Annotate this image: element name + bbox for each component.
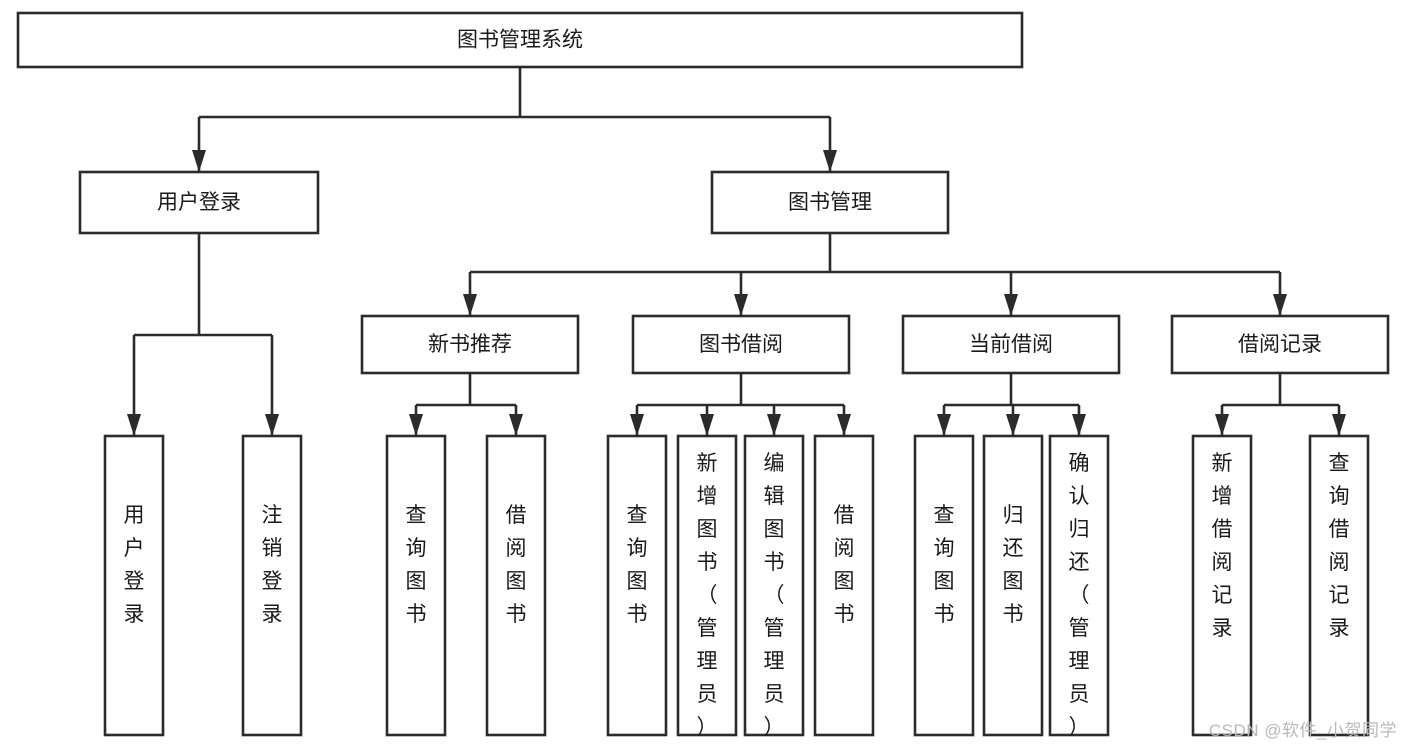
- node-label: 借阅图书: [506, 504, 527, 626]
- node-leaf_3[interactable]: 借阅图书: [485, 434, 547, 737]
- node-label: 注销登录: [262, 504, 283, 626]
- arrow-head-icon: [509, 414, 523, 436]
- node-leaf_6[interactable]: 编辑图书（管理员）: [743, 434, 805, 739]
- arrow-head-icon: [1215, 414, 1229, 436]
- node-layer: 图书管理系统用户登录图书管理新书推荐图书借阅当前借阅借阅记录用户登录注销登录查询…: [16, 11, 1390, 739]
- node-leaf_11[interactable]: 新增借阅记录: [1191, 434, 1253, 737]
- node-box[interactable]: [913, 434, 975, 737]
- node-leaf_10[interactable]: 确认归还（管理员）: [1048, 434, 1110, 739]
- node-label: 借阅图书: [834, 504, 855, 626]
- node-leaf_12[interactable]: 查询借阅记录: [1308, 434, 1370, 737]
- arrow-head-icon: [700, 414, 714, 436]
- connector-layer: [127, 67, 1346, 436]
- node-leaf_2[interactable]: 查询图书: [385, 434, 447, 737]
- node-box[interactable]: [982, 434, 1044, 737]
- arrow-head-icon: [837, 414, 851, 436]
- node-box[interactable]: [676, 434, 738, 737]
- node-label: 图书管理系统: [457, 29, 583, 52]
- node-label: 新增图书（管理员）: [697, 452, 718, 739]
- arrow-head-icon: [192, 150, 206, 172]
- arrow-head-icon: [409, 414, 423, 436]
- arrow-head-icon: [1006, 414, 1020, 436]
- arrow-head-icon: [630, 414, 644, 436]
- node-box[interactable]: [743, 434, 805, 737]
- node-box[interactable]: [1170, 314, 1390, 375]
- arrow-head-icon: [767, 414, 781, 436]
- node-box[interactable]: [103, 434, 165, 737]
- node-leaf_5[interactable]: 新增图书（管理员）: [676, 434, 738, 739]
- node-box[interactable]: [360, 314, 580, 375]
- node-label: 查询借阅记录: [1329, 452, 1350, 640]
- arrow-head-icon: [1004, 294, 1018, 316]
- node-box[interactable]: [385, 434, 447, 737]
- node-label: 查询图书: [934, 504, 955, 626]
- node-l2_0[interactable]: 用户登录: [78, 170, 320, 235]
- node-leaf_8[interactable]: 查询图书: [913, 434, 975, 737]
- watermark-label: CSDN @软件_小贺同学: [1208, 721, 1397, 740]
- arrow-head-icon: [265, 414, 279, 436]
- node-box[interactable]: [1191, 434, 1253, 737]
- node-l3_0[interactable]: 新书推荐: [360, 314, 580, 375]
- node-box[interactable]: [485, 434, 547, 737]
- arrow-head-icon: [1332, 414, 1346, 436]
- node-label: 新增借阅记录: [1212, 452, 1233, 640]
- arrow-head-icon: [734, 294, 748, 316]
- node-box[interactable]: [1048, 434, 1110, 737]
- node-label: 查询图书: [627, 504, 648, 626]
- node-leaf_7[interactable]: 借阅图书: [813, 434, 875, 737]
- arrow-head-icon: [1273, 294, 1287, 316]
- node-box[interactable]: [1308, 434, 1370, 737]
- node-l3_1[interactable]: 图书借阅: [631, 314, 851, 375]
- node-label: 用户登录: [124, 504, 145, 626]
- node-leaf_0[interactable]: 用户登录: [103, 434, 165, 737]
- node-label: 新书推荐: [428, 333, 512, 356]
- node-box[interactable]: [78, 170, 320, 235]
- node-box[interactable]: [631, 314, 851, 375]
- node-l2_1[interactable]: 图书管理: [710, 170, 950, 235]
- arrow-head-icon: [937, 414, 951, 436]
- node-label: 借阅记录: [1238, 333, 1322, 356]
- arrow-head-icon: [823, 150, 837, 172]
- node-box[interactable]: [813, 434, 875, 737]
- arrow-head-icon: [463, 294, 477, 316]
- arrow-head-icon: [1072, 414, 1086, 436]
- node-label: 当前借阅: [969, 333, 1053, 356]
- node-box[interactable]: [606, 434, 668, 737]
- node-box[interactable]: [901, 314, 1121, 375]
- node-label: 查询图书: [406, 504, 427, 626]
- node-label: 归还图书: [1003, 504, 1024, 626]
- node-label: 用户登录: [157, 191, 241, 214]
- node-leaf_9[interactable]: 归还图书: [982, 434, 1044, 737]
- node-box[interactable]: [241, 434, 303, 737]
- node-box[interactable]: [710, 170, 950, 235]
- arrow-head-icon: [127, 414, 141, 436]
- node-l3_2[interactable]: 当前借阅: [901, 314, 1121, 375]
- node-l3_3[interactable]: 借阅记录: [1170, 314, 1390, 375]
- node-leaf_4[interactable]: 查询图书: [606, 434, 668, 737]
- node-leaf_1[interactable]: 注销登录: [241, 434, 303, 737]
- node-label: 确认归还（管理员）: [1069, 452, 1090, 739]
- node-label: 图书管理: [788, 191, 872, 214]
- node-label: 图书借阅: [699, 333, 783, 356]
- node-box[interactable]: [16, 11, 1024, 69]
- node-label: 编辑图书（管理员）: [764, 452, 785, 739]
- node-root[interactable]: 图书管理系统: [16, 11, 1024, 69]
